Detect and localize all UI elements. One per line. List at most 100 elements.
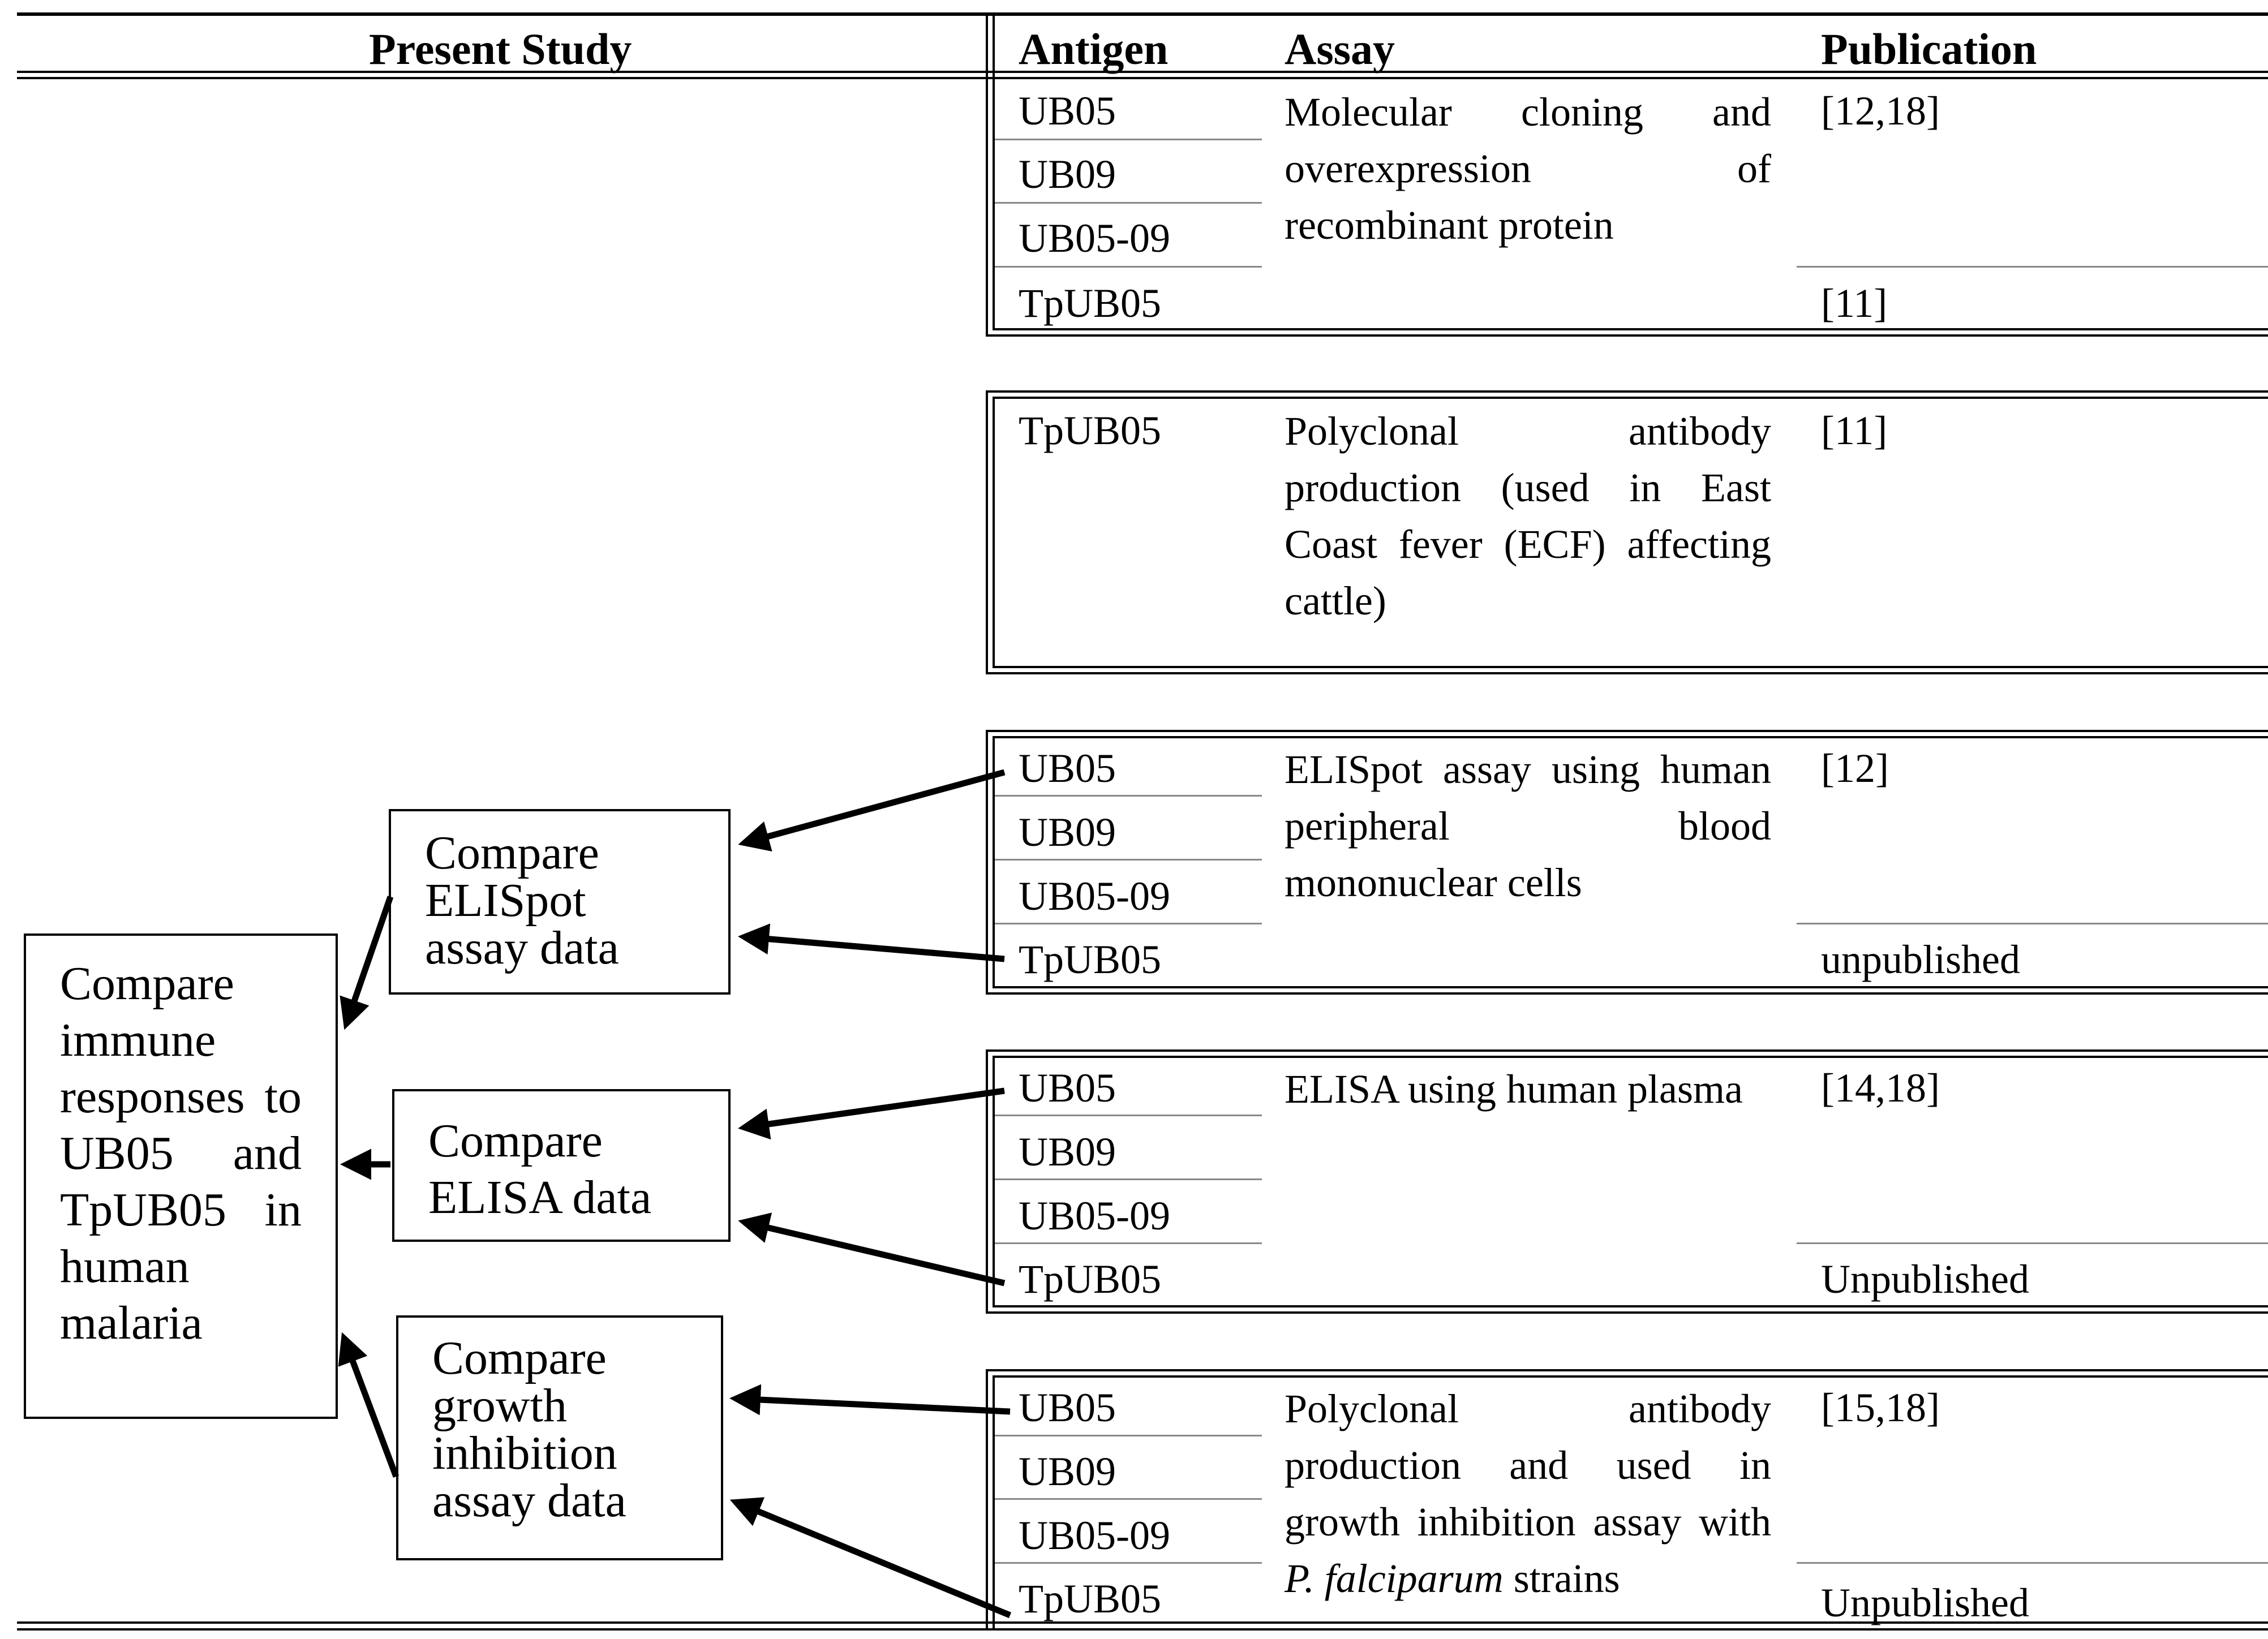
compare-elisa-text: Compare ELISA data: [428, 1115, 652, 1224]
assay-header: Assay: [1285, 24, 1395, 74]
section4-divider-3: [995, 1242, 1262, 1244]
compare-growth-text: Compare growth inhibition assay data: [432, 1332, 626, 1527]
section2-top-rule-outer: [986, 390, 2268, 393]
publication-header: Publication: [1821, 24, 2037, 74]
section2-left-border-outer: [986, 390, 988, 674]
section3-antigen-tpub05: TpUB05: [1019, 937, 1161, 982]
section4-antigen-ub05: UB05: [1019, 1065, 1116, 1111]
compare-immune-responses-text: Compare immune responses to UB05 and TpU…: [60, 957, 302, 1349]
header-divider-1: [986, 12, 988, 78]
section4-left-border-outer: [986, 1049, 988, 1314]
section4-top-rule-outer: [986, 1049, 2268, 1052]
section5-publication-1: [15,18]: [1821, 1385, 1940, 1430]
section1-divider-1: [995, 139, 1262, 140]
section5-assay: Polyclonal antibody production and used …: [1285, 1380, 1771, 1607]
top-rule: [17, 12, 2268, 16]
section5-assay-prefix: Polyclonal antibody production and used …: [1285, 1386, 1771, 1545]
section3-antigen-ub05: UB05: [1019, 746, 1116, 791]
section1-antigen-ub05: UB05: [1019, 88, 1116, 134]
arrow-tpub05-to-growth: [729, 1497, 1012, 1619]
section3-left-border-outer: [986, 730, 988, 995]
section5-divider-2: [995, 1498, 1262, 1500]
section1-assay: Molecular cloning and overexpression of …: [1285, 89, 1771, 248]
section3-divider-3: [995, 923, 1262, 924]
arrow-ub05-to-growth: [729, 1384, 1011, 1416]
section2-antigen-tpub05: TpUB05: [1019, 408, 1161, 453]
section5-antigen-ub05-09: UB05-09: [1019, 1513, 1170, 1558]
section4-assay: ELISA using human plasma: [1285, 1066, 1743, 1112]
section5-antigen-ub09: UB09: [1019, 1449, 1116, 1494]
section4-left-border-inner: [993, 1056, 995, 1307]
section5-antigen-tpub05: TpUB05: [1019, 1576, 1161, 1621]
compare-growth-box: Compare growth inhibition assay data: [396, 1315, 723, 1560]
section3-left-border-inner: [993, 736, 995, 988]
section5-top-rule-outer: [986, 1369, 2268, 1371]
arrow-growth-to-main: [338, 1332, 400, 1478]
section4-pub-divider: [1797, 1242, 2268, 1244]
section2-bottom-rule-inner: [993, 666, 2268, 668]
section4-publication-1: [14,18]: [1821, 1065, 1940, 1111]
compare-elispot-text: Compare ELISpot assay data: [425, 827, 619, 974]
section1-bottom-rule-inner: [993, 328, 2268, 330]
section1-left-border-outer: [986, 79, 988, 337]
section3-antigen-ub09: UB09: [1019, 810, 1116, 855]
present-study-header: Present Study: [369, 24, 632, 74]
section5-assay-suffix: strains: [1503, 1556, 1620, 1601]
section4-divider-2: [995, 1178, 1262, 1180]
header-divider-2: [993, 12, 995, 78]
section1-left-border-inner: [993, 79, 995, 330]
arrow-tpub05-to-elisa: [738, 1212, 1006, 1287]
section4-top-rule-inner: [993, 1056, 2268, 1058]
section3-divider-1: [995, 795, 1262, 797]
section1-divider-3: [995, 266, 1262, 268]
section5-publication-2: Unpublished: [1821, 1580, 2029, 1625]
section5-left-border-outer: [986, 1369, 988, 1628]
section1-pub-divider: [1797, 266, 2268, 268]
section2-top-rule-inner: [993, 397, 2268, 399]
section2-publication-1: [11]: [1821, 408, 1888, 453]
section3-top-rule-outer: [986, 730, 2268, 732]
antigen-header: Antigen: [1019, 24, 1169, 74]
section5-antigen-ub05: UB05: [1019, 1385, 1116, 1430]
section3-divider-2: [995, 859, 1262, 861]
section2-left-border-inner: [993, 397, 995, 668]
header-bottom-rule-2: [17, 77, 2268, 79]
section3-top-rule-inner: [993, 736, 2268, 738]
header-bottom-rule-1: [17, 71, 2268, 73]
section4-bottom-rule-inner: [993, 1305, 2268, 1307]
section3-bottom-rule-outer: [986, 992, 2268, 995]
section4-divider-1: [995, 1115, 1262, 1116]
section4-antigen-ub05-09: UB05-09: [1019, 1193, 1170, 1238]
section5-assay-organism: P. falciparum: [1285, 1556, 1504, 1601]
section1-publication-1: [12,18]: [1821, 88, 1940, 134]
section4-antigen-ub09: UB09: [1019, 1129, 1116, 1175]
section1-antigen-tpub05: TpUB05: [1019, 281, 1161, 326]
arrow-tpub05-to-elispot: [738, 923, 1005, 962]
section5-divider-1: [995, 1435, 1262, 1436]
compare-elisa-box: Compare ELISA data: [392, 1089, 731, 1242]
bottom-rule-2: [17, 1628, 2268, 1631]
section5-pub-divider: [1797, 1562, 2268, 1564]
section3-assay: ELISpot assay using human peripheral blo…: [1285, 747, 1771, 905]
section3-pub-divider: [1797, 923, 2268, 924]
bottom-rule-1: [17, 1621, 2268, 1624]
section4-publication-2: Unpublished: [1821, 1257, 2029, 1302]
section2-bottom-rule-outer: [986, 672, 2268, 674]
section3-publication-1: [12]: [1821, 746, 1889, 791]
section3-publication-2: unpublished: [1821, 937, 2020, 982]
section5-top-rule-inner: [993, 1375, 2268, 1378]
compare-immune-responses-box: Compare immune responses to UB05 and TpU…: [24, 934, 338, 1419]
section4-antigen-tpub05: TpUB05: [1019, 1257, 1161, 1302]
section1-divider-2: [995, 202, 1262, 204]
section5-divider-3: [995, 1562, 1262, 1564]
arrow-elispot-to-main: [340, 896, 394, 1030]
section1-antigen-ub09: UB09: [1019, 152, 1116, 197]
section5-left-border-inner: [993, 1375, 995, 1628]
section2-assay: Polyclonal antibody production (used in …: [1285, 408, 1771, 623]
section3-bottom-rule-inner: [993, 986, 2268, 988]
arrow-ub05-to-elisa: [738, 1087, 1005, 1140]
section4-bottom-rule-outer: [986, 1311, 2268, 1314]
section3-antigen-ub05-09: UB05-09: [1019, 874, 1170, 919]
section1-antigen-ub05-09: UB05-09: [1019, 216, 1170, 261]
